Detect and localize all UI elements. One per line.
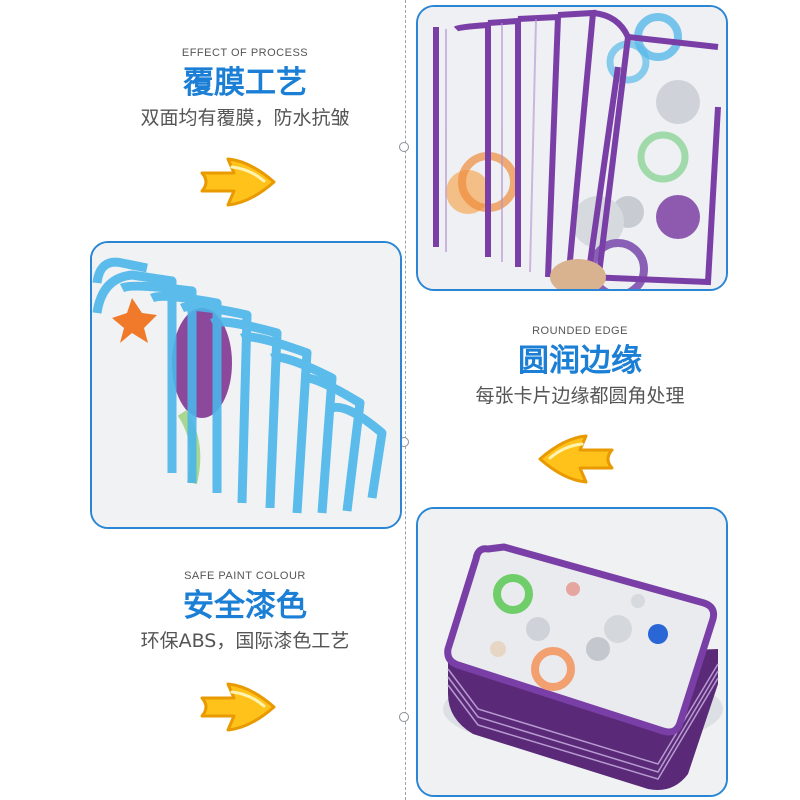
section-title: 安全漆色 bbox=[183, 588, 307, 624]
section-title: 圆润边缘 bbox=[518, 343, 642, 379]
yellow-arrow-left-icon bbox=[538, 434, 614, 484]
section-description: 环保ABS，国际漆色工艺 bbox=[140, 630, 350, 652]
photo-laminated-cards bbox=[416, 5, 728, 291]
photo-card-stack bbox=[416, 507, 728, 797]
section-edge: ROUNDED EDGE 圆润边缘 每张卡片边缘都圆角处理 bbox=[440, 325, 720, 409]
divider-dot bbox=[399, 142, 409, 152]
section-paint: SAFE PAINT COLOUR 安全漆色 环保ABS，国际漆色工艺 bbox=[110, 570, 380, 654]
center-dashed-divider bbox=[405, 0, 406, 800]
section-description: 每张卡片边缘都圆角处理 bbox=[475, 385, 685, 407]
section-subtitle: ROUNDED EDGE bbox=[532, 325, 628, 337]
photo-rounded-cards bbox=[90, 241, 402, 529]
section-film: EFFECT OF PROCESS 覆膜工艺 双面均有覆膜，防水抗皱 bbox=[115, 47, 375, 131]
divider-dot bbox=[399, 712, 409, 722]
section-title: 覆膜工艺 bbox=[183, 65, 307, 101]
yellow-arrow-right-icon bbox=[200, 682, 276, 732]
yellow-arrow-right-icon bbox=[200, 157, 276, 207]
section-description: 双面均有覆膜，防水抗皱 bbox=[140, 107, 350, 129]
section-subtitle: SAFE PAINT COLOUR bbox=[184, 570, 306, 582]
section-subtitle: EFFECT OF PROCESS bbox=[181, 47, 309, 59]
